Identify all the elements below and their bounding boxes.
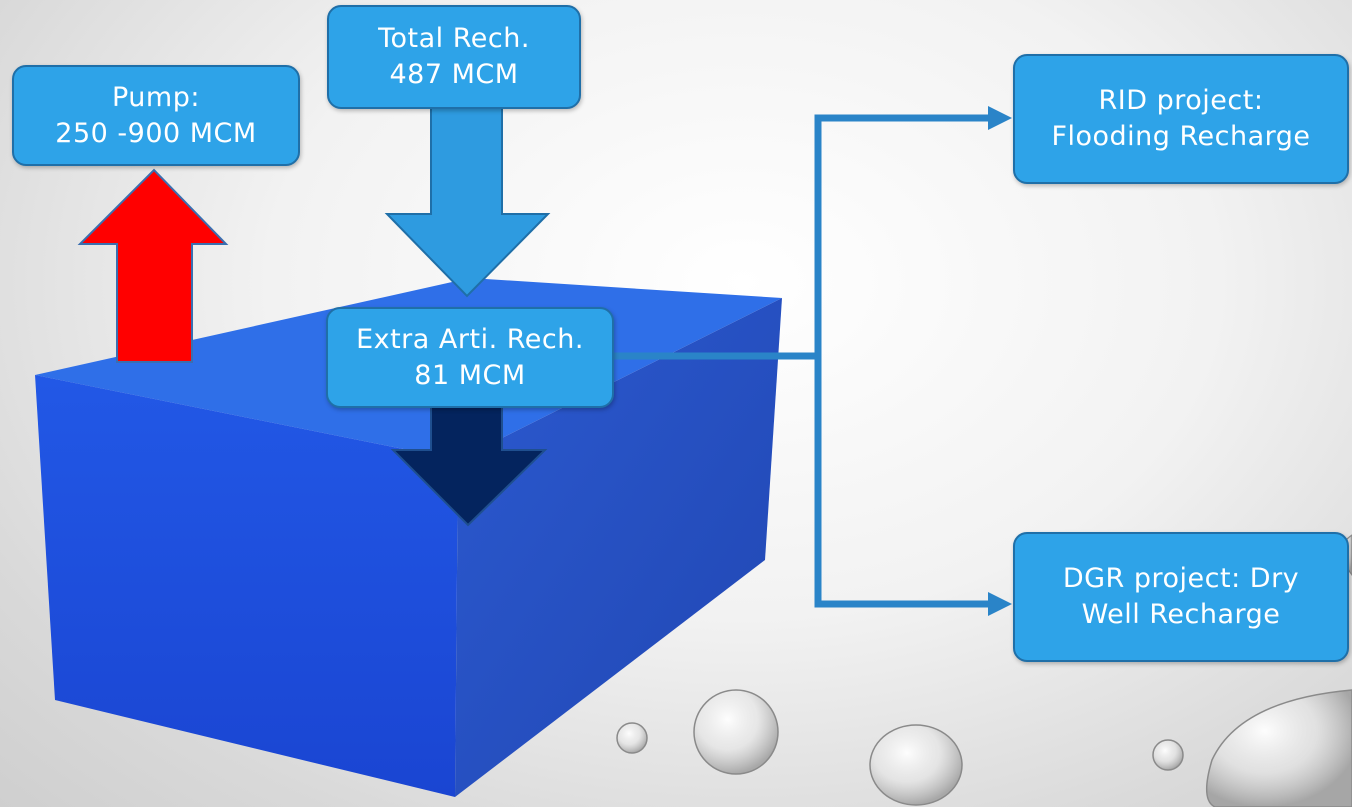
- rid-project-method: Flooding Recharge: [1051, 121, 1311, 152]
- droplet: [869, 724, 963, 806]
- total-recharge-box: Total Rech. 487 MCM: [327, 5, 581, 109]
- dgr-project-method: Well Recharge: [1081, 599, 1281, 630]
- rid-project-box: RID project: Flooding Recharge: [1013, 54, 1349, 184]
- pump-arrow: [77, 168, 229, 363]
- branch-connector: [612, 114, 990, 608]
- dgr-project-label: DGR project: Dry: [1062, 563, 1300, 594]
- extra-recharge-arrow: [390, 404, 548, 527]
- arrowhead-to-dgr: [988, 592, 1012, 616]
- droplet: [616, 722, 648, 754]
- pump-value: 250 -900 MCM: [55, 117, 257, 149]
- total-recharge-label: Total Rech.: [378, 23, 530, 54]
- rid-project-label: RID project:: [1098, 85, 1264, 116]
- extra-recharge-value: 81 MCM: [414, 359, 526, 391]
- extra-recharge-label: Extra Arti. Rech.: [356, 323, 584, 355]
- total-recharge-value: 487 MCM: [389, 59, 519, 90]
- dgr-project-box: DGR project: Dry Well Recharge: [1013, 532, 1349, 662]
- droplet: [1152, 739, 1184, 771]
- reservoir-side-face: [455, 298, 782, 797]
- reservoir-front-face: [35, 375, 458, 797]
- pump-label: Pump:: [112, 81, 200, 113]
- pump-box: Pump: 250 -900 MCM: [12, 65, 300, 166]
- droplet: [693, 689, 779, 775]
- arrowhead-to-rid: [988, 106, 1012, 130]
- extra-recharge-box: Extra Arti. Rech. 81 MCM: [326, 307, 614, 408]
- droplet: [1206, 689, 1352, 807]
- total-recharge-arrow: [384, 107, 551, 298]
- water-droplets: [616, 534, 1352, 807]
